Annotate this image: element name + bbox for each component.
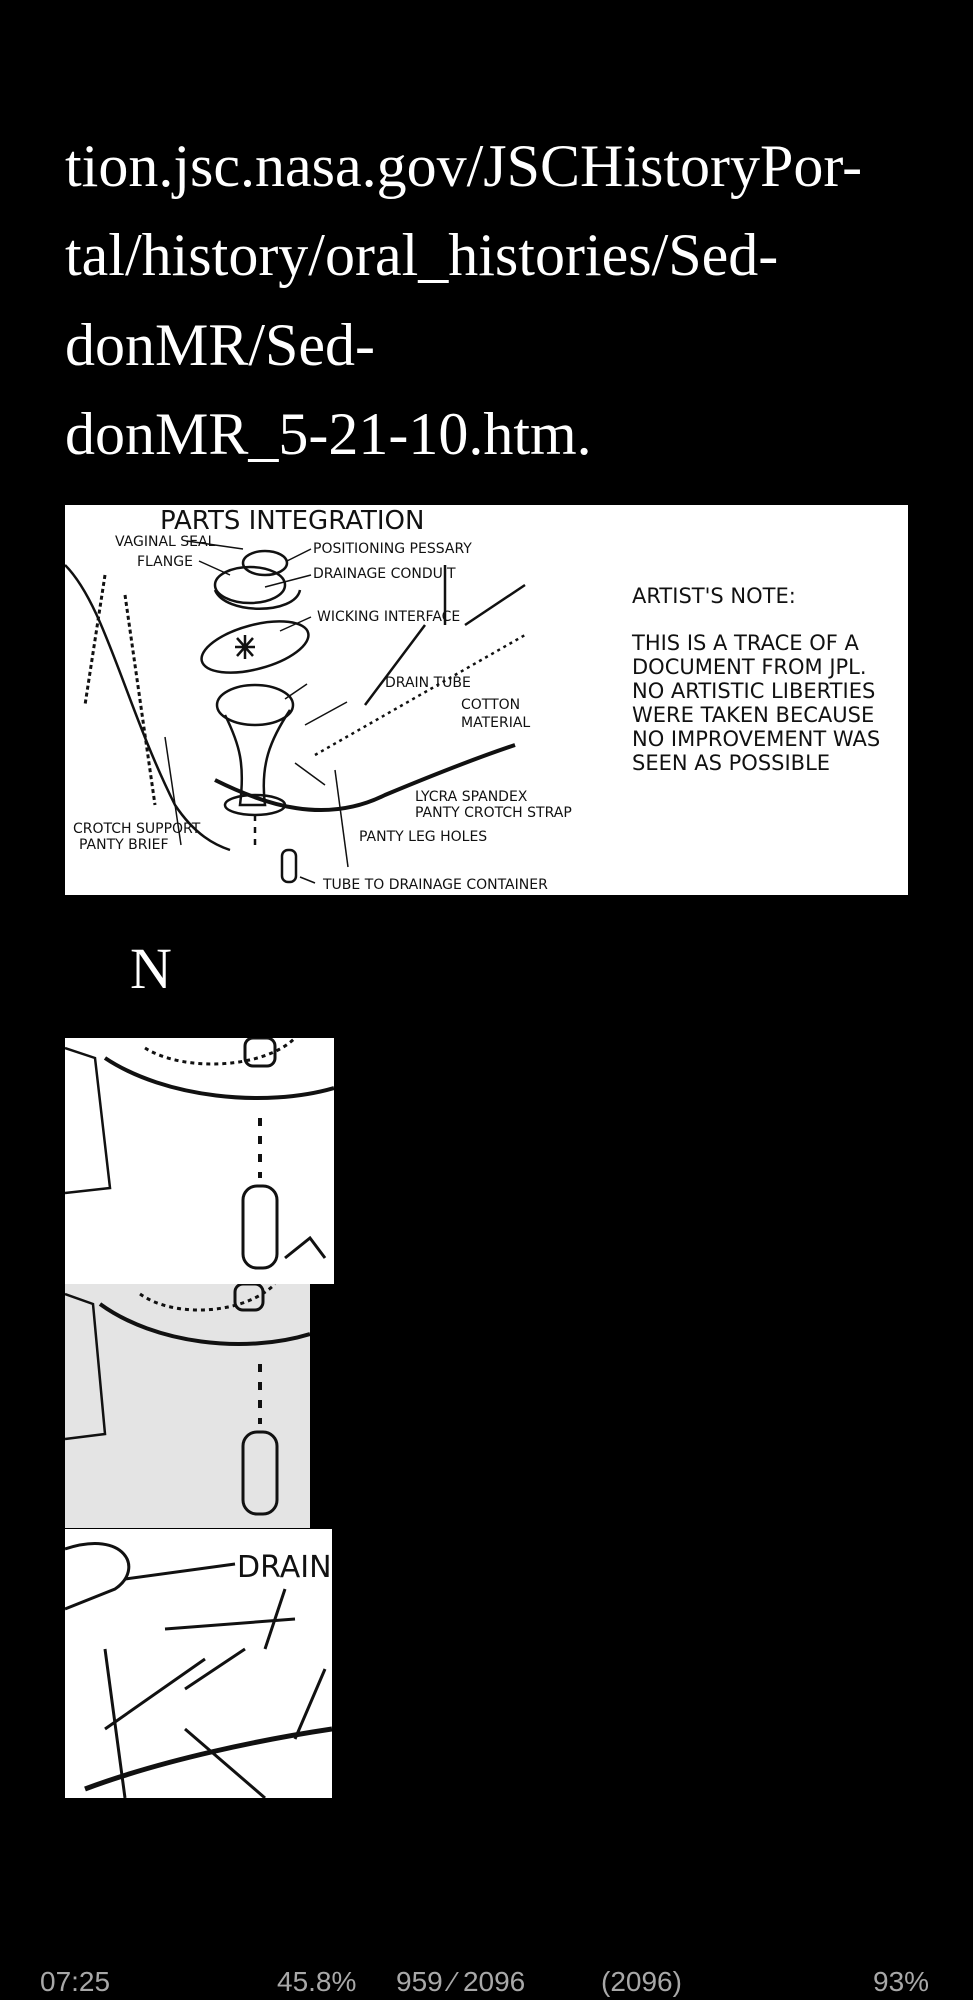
note-line: NO IMPROVEMENT WAS: [632, 727, 880, 751]
label-tube-container: TUBE TO DRAINAGE CONTAINER: [322, 877, 548, 893]
drop-cap: N: [130, 936, 172, 1001]
label-positioning-pessary: POSITIONING PESSARY: [313, 541, 472, 557]
crop-label-drain: DRAIN: [237, 1550, 332, 1585]
label-lycra: LYCRA SPANDEX: [415, 789, 528, 805]
crop-drawing: DRAIN: [65, 1542, 332, 1798]
label-crotch-support: CROTCH SUPPORT: [73, 821, 201, 837]
note-line: WERE TAKEN BECAUSE: [632, 703, 874, 727]
note-line: SEEN AS POSSIBLE: [632, 751, 830, 775]
label-crotch-strap: PANTY CROTCH STRAP: [415, 805, 572, 821]
label-wicking-interface: WICKING INTERFACE: [317, 609, 460, 625]
note-line: THIS IS A TRACE OF A: [631, 631, 860, 655]
status-time: 07:25: [40, 1966, 111, 1997]
status-total-pages: (2096): [601, 1966, 682, 1997]
label-drainage-conduit: DRAINAGE CONDUIT: [313, 566, 456, 582]
label-material: MATERIAL: [461, 715, 530, 731]
parts-integration-figure[interactable]: PARTS INTEGRATION VAGINAL SEAL POSITIONI…: [64, 505, 908, 895]
crop-drawing: [65, 1038, 334, 1270]
label-drain-tube: DRAIN TUBE: [385, 675, 471, 691]
text-line-3: donMR/Sed-: [65, 312, 376, 378]
note-heading: ARTIST'S NOTE:: [632, 584, 796, 608]
label-cotton: COTTON: [461, 697, 520, 713]
label-leg-holes: PANTY LEG HOLES: [359, 829, 487, 845]
text-line-2: tal/history/oral_histories/Sed-: [65, 222, 779, 288]
text-line-1: tion.jsc.nasa.gov/JSCHistoryPor-: [65, 133, 863, 199]
text-line-4: donMR_5-21-10.htm.: [65, 401, 592, 467]
note-line: DOCUMENT FROM JPL.: [632, 655, 867, 679]
label-flange: FLANGE: [137, 554, 193, 570]
note-line: NO ARTISTIC LIBERTIES: [632, 679, 875, 703]
figure-crop-1: [65, 1038, 334, 1284]
status-progress-percent: 45.8%: [277, 1966, 357, 1997]
figure-title: PARTS INTEGRATION: [160, 506, 424, 536]
status-battery: 93%: [873, 1966, 930, 1997]
figure-crop-2: [65, 1284, 310, 1528]
crop-drawing: [65, 1284, 310, 1516]
figure-crop-3: DRAIN: [65, 1529, 332, 1798]
label-vaginal-seal: VAGINAL SEAL: [115, 534, 216, 550]
status-page: 959 ⁄ 2096: [396, 1966, 526, 1997]
diagram-drawing: PARTS INTEGRATION VAGINAL SEAL POSITIONI…: [64, 506, 880, 893]
label-panty-brief: PANTY BRIEF: [79, 837, 169, 853]
